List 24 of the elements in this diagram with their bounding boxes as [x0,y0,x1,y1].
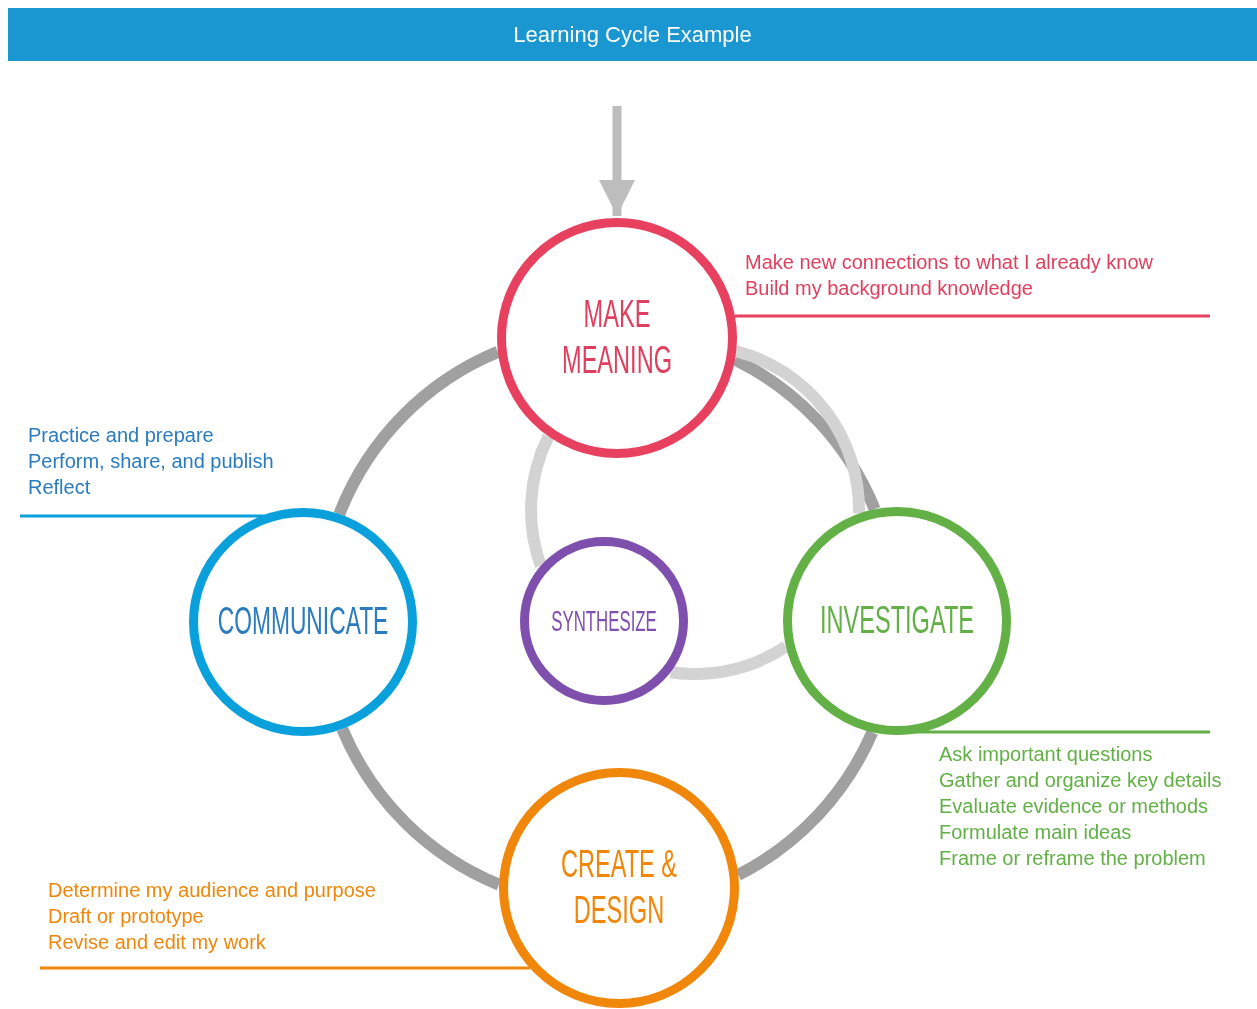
note-text: Determine my audience and purpose [48,878,376,903]
connector-arc [525,434,554,568]
stage-label: MAKE MEANING [561,292,673,383]
connector-arc [336,726,502,890]
note-text: Perform, share, and publish [28,449,274,474]
note-text: Gather and organize key details [939,768,1222,793]
note-text: Draft or prototype [48,904,204,929]
note-text: Frame or reframe the problem [939,846,1206,871]
arrow [599,106,635,216]
note-text: Ask important questions [939,742,1153,767]
stage-label: CREATE & DESIGN [559,842,679,933]
connector-arc [734,345,865,514]
connector-arc [670,641,789,680]
stage-label: SYNTHESIZE [550,603,658,639]
note-text: Reflect [28,475,91,500]
note-text: Evaluate evidence or methods [939,794,1209,819]
title: Learning Cycle Example [513,21,752,48]
note-text: Practice and prepare [28,423,214,448]
note-text: Revise and edit my work [48,930,266,955]
stage-label: COMMUNICATE [216,599,390,645]
note-text: Build my background knowledge [745,276,1033,301]
stage-label: INVESTIGATE [818,598,975,644]
note-text: Make new connections to what I already know [745,250,1153,275]
note-text: Formulate main ideas [939,820,1132,845]
